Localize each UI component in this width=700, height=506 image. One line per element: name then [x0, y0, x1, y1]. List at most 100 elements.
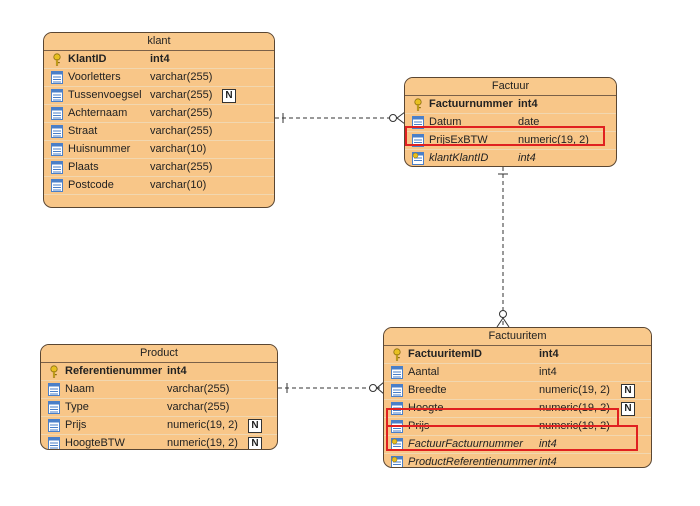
column-icon: [48, 419, 60, 432]
field-type: int4: [539, 366, 557, 378]
field-type: int4: [167, 365, 187, 377]
field-row[interactable]: Postcode varchar(10): [44, 177, 274, 195]
field-row[interactable]: FactuuritemID int4: [384, 346, 651, 364]
field-type: int4: [539, 456, 557, 468]
entity-title: Factuur: [405, 78, 616, 96]
primary-key-icon: [51, 53, 63, 66]
field-type: varchar(10): [150, 143, 207, 155]
field-row[interactable]: Huisnummer varchar(10): [44, 141, 274, 159]
relation-product-factuuritem: [278, 381, 385, 395]
field-name: Aantal: [408, 366, 440, 378]
field-name: Tussenvoegsel: [68, 89, 142, 101]
field-row[interactable]: Datum date: [405, 114, 616, 132]
field-name: Breedte: [408, 384, 447, 396]
field-row[interactable]: Factuurnummer int4: [405, 96, 616, 114]
field-name: HoogteBTW: [65, 437, 125, 449]
field-name: Prijs: [65, 419, 87, 431]
field-name: Naam: [65, 383, 95, 395]
field-row[interactable]: Voorletters varchar(255): [44, 69, 274, 87]
field-name: Achternaam: [68, 107, 128, 119]
field-row[interactable]: Breedte numeric(19, 2) N: [384, 382, 651, 400]
field-row[interactable]: KlantID int4: [44, 51, 274, 69]
nullable-badge: N: [248, 437, 262, 449]
column-icon: [391, 384, 403, 397]
field-type: numeric(19, 2): [518, 134, 589, 146]
entity-title: Factuuritem: [384, 328, 651, 346]
column-icon: [48, 383, 60, 396]
column-icon: [51, 125, 63, 138]
field-name: PrijsExBTW: [429, 134, 488, 146]
field-row[interactable]: Tussenvoegsel varchar(255) N: [44, 87, 274, 105]
highlight-factuurfactuurnummer: [386, 425, 638, 451]
field-type: varchar(255): [150, 89, 213, 101]
field-row[interactable]: HoogteBTW numeric(19, 2) N: [41, 435, 277, 449]
field-type: varchar(255): [150, 125, 213, 137]
column-icon: [51, 71, 63, 84]
field-name: KlantID: [68, 53, 107, 65]
field-name: ProductReferentienummer: [408, 456, 538, 468]
foreign-key-icon: [412, 152, 424, 165]
field-name: Postcode: [68, 179, 114, 191]
column-icon: [51, 143, 63, 156]
foreign-key-icon: [391, 456, 403, 467]
field-row[interactable]: Plaats varchar(255): [44, 159, 274, 177]
nullable-badge: N: [248, 419, 262, 433]
column-icon: [51, 179, 63, 192]
field-name: FactuurFactuurnummer: [408, 438, 523, 450]
field-row[interactable]: PrijsExBTW numeric(19, 2): [405, 132, 616, 150]
field-type: varchar(10): [150, 179, 207, 191]
field-row[interactable]: Achternaam varchar(255): [44, 105, 274, 123]
field-name: Plaats: [68, 161, 99, 173]
field-name: Referentienummer: [65, 365, 163, 377]
column-icon: [48, 437, 60, 449]
relation-klant-factuur: [275, 111, 406, 125]
entity-title: klant: [44, 33, 274, 51]
column-icon: [51, 161, 63, 174]
field-type: int4: [518, 98, 538, 110]
field-type: numeric(19, 2): [167, 437, 238, 449]
field-type: numeric(19, 2): [539, 384, 610, 396]
field-name: Voorletters: [68, 71, 121, 83]
field-row[interactable]: Referentienummer int4: [41, 363, 277, 381]
nullable-badge: N: [222, 89, 236, 103]
field-type: int4: [539, 348, 559, 360]
field-type: date: [518, 116, 540, 128]
field-type: varchar(255): [150, 107, 213, 119]
field-type: int4: [518, 152, 536, 164]
column-icon: [391, 366, 403, 379]
field-row[interactable]: Prijs numeric(19, 2) N: [41, 417, 277, 435]
field-type: int4: [150, 53, 170, 65]
field-type: int4: [539, 438, 557, 450]
field-name: FactuuritemID: [408, 348, 482, 360]
field-name: Factuurnummer: [429, 98, 513, 110]
highlight-prijsexbtw: [405, 126, 605, 146]
primary-key-icon: [48, 365, 60, 378]
field-type: varchar(255): [150, 161, 213, 173]
column-icon: [51, 89, 63, 102]
field-row[interactable]: Aantal int4: [384, 364, 651, 382]
field-name: Straat: [68, 125, 98, 137]
field-name: Huisnummer: [68, 143, 131, 155]
field-type: varchar(255): [150, 71, 213, 83]
field-name: Datum: [429, 116, 462, 128]
primary-key-icon: [412, 98, 424, 111]
field-row[interactable]: Straat varchar(255): [44, 123, 274, 141]
field-row[interactable]: FactuurFactuurnummer int4: [384, 436, 651, 454]
column-icon: [48, 401, 60, 414]
field-type: numeric(19, 2): [167, 419, 238, 431]
column-icon: [51, 107, 63, 120]
entity-title: Product: [41, 345, 277, 363]
field-name: Type: [65, 401, 89, 413]
nullable-badge: N: [621, 402, 635, 416]
nullable-badge: N: [621, 384, 635, 398]
primary-key-icon: [391, 348, 403, 361]
